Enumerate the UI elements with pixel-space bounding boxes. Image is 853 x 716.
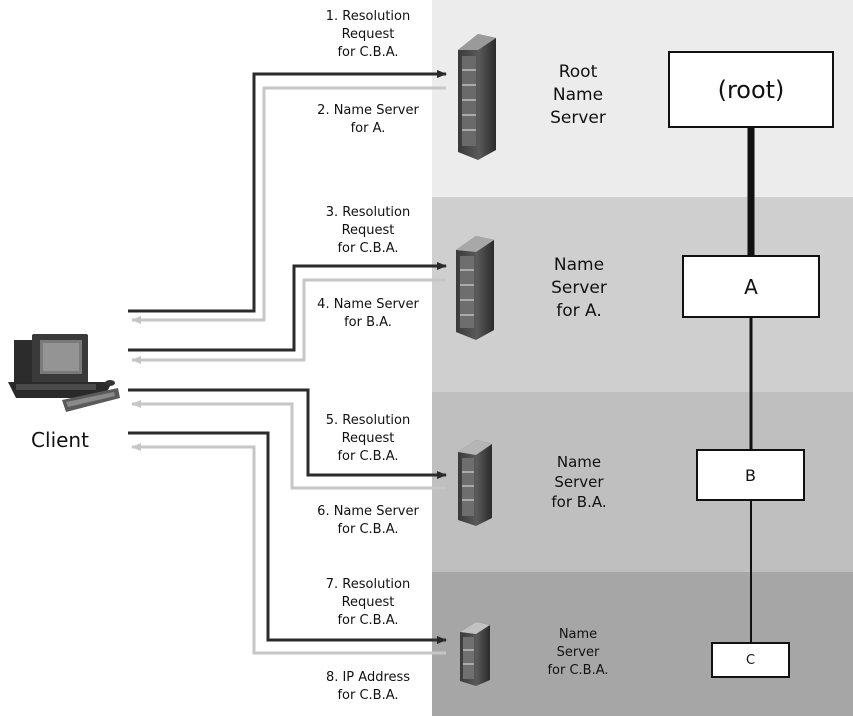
server-cba-icon [460,622,490,686]
server-a-icon [456,236,494,340]
server-ba-icon [458,440,492,526]
message-2-label: 2. Name Server for A. [317,103,419,136]
request-arrow-3 [128,262,447,352]
server-cba-label: Name Server for C.B.A. [547,627,609,678]
response-arrow-2 [131,86,446,324]
client-label: Client [31,428,89,452]
tree-node-b-label: B [745,465,756,485]
request-arrow-7 [128,431,447,644]
message-3-label: 3. Resolution Request for C.B.A. [325,205,411,256]
response-arrow-4 [131,278,446,364]
request-arrow-1 [128,70,447,313]
message-7-label: 7. Resolution Request for C.B.A. [325,577,411,628]
message-4-label: 4. Name Server for B.A. [317,297,419,330]
tree-node-a-label: A [744,274,758,299]
tree-node-a: A [682,255,820,318]
tree-node-b: B [696,449,805,501]
tree-node-root: (root) [668,51,834,128]
response-arrow-6 [131,400,446,490]
tree-node-c-label: C [745,652,756,668]
message-8-label: 8. IP Address for C.B.A. [325,670,411,703]
message-5-label: 5. Resolution Request for C.B.A. [325,413,411,464]
request-arrow-5 [128,388,447,479]
message-6-label: 6. Name Server for C.B.A. [317,504,419,537]
tree-node-c: C [711,642,790,678]
root-server-label: Root Name Server [550,62,606,128]
tree-node-root-label: (root) [717,75,785,104]
message-1-label: 1. Resolution Request for C.B.A. [325,9,411,60]
response-arrow-8 [131,443,446,655]
client-computer-icon [8,334,120,412]
server-ba-label: Name Server for B.A. [551,453,607,511]
server-a-label: Name Server for A. [551,255,607,321]
root-server-icon [458,34,496,160]
